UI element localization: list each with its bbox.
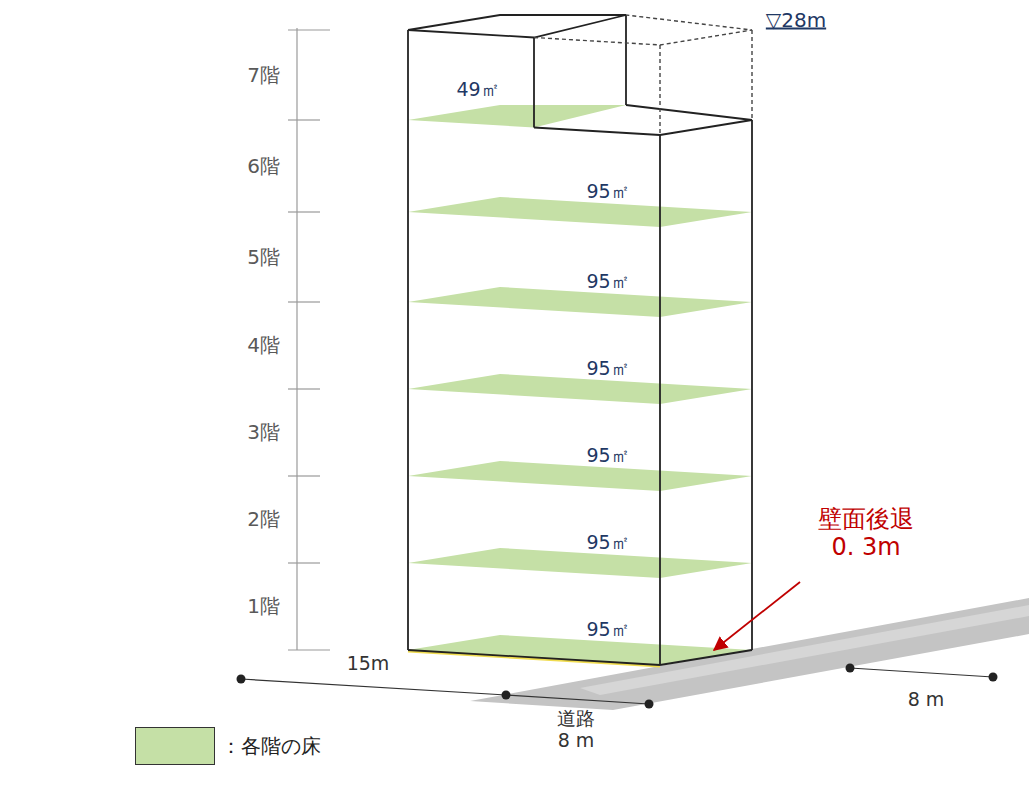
legend-swatch: [135, 727, 215, 765]
setback-line: [408, 651, 660, 666]
floor-name: 3階: [247, 421, 280, 444]
floor-area: 95㎡: [586, 181, 629, 203]
floor-name: 4階: [247, 334, 280, 357]
floor-name: 2階: [247, 508, 280, 531]
dimension-label: 道路 8 m: [549, 708, 603, 752]
height-axis: [288, 28, 330, 650]
floor-area: 49㎡: [456, 79, 499, 101]
callout-leader: [714, 582, 800, 650]
floor-area: 95㎡: [586, 445, 629, 467]
floor-area: 95㎡: [586, 532, 629, 554]
floor-name: 7階: [247, 64, 280, 87]
dimension-label: 15m: [347, 653, 390, 675]
legend-item: ：各階の床: [135, 727, 321, 765]
legend-text: ：各階の床: [221, 733, 321, 760]
floor-name: 1階: [247, 595, 280, 618]
removed-volume: [534, 15, 752, 135]
height-mark: ▽28m: [766, 9, 826, 32]
floor-name: 5階: [247, 246, 280, 269]
floor-name: 6階: [247, 155, 280, 178]
setback-callout: 壁面後退 0. 3m: [810, 506, 922, 561]
building-outline: [408, 15, 752, 665]
floor-area: 95㎡: [586, 271, 629, 293]
floor-area: 95㎡: [586, 358, 629, 380]
floor-area: 95㎡: [586, 619, 629, 641]
dimension-label: 8 m: [908, 689, 945, 711]
floor-slabs: [408, 105, 752, 665]
